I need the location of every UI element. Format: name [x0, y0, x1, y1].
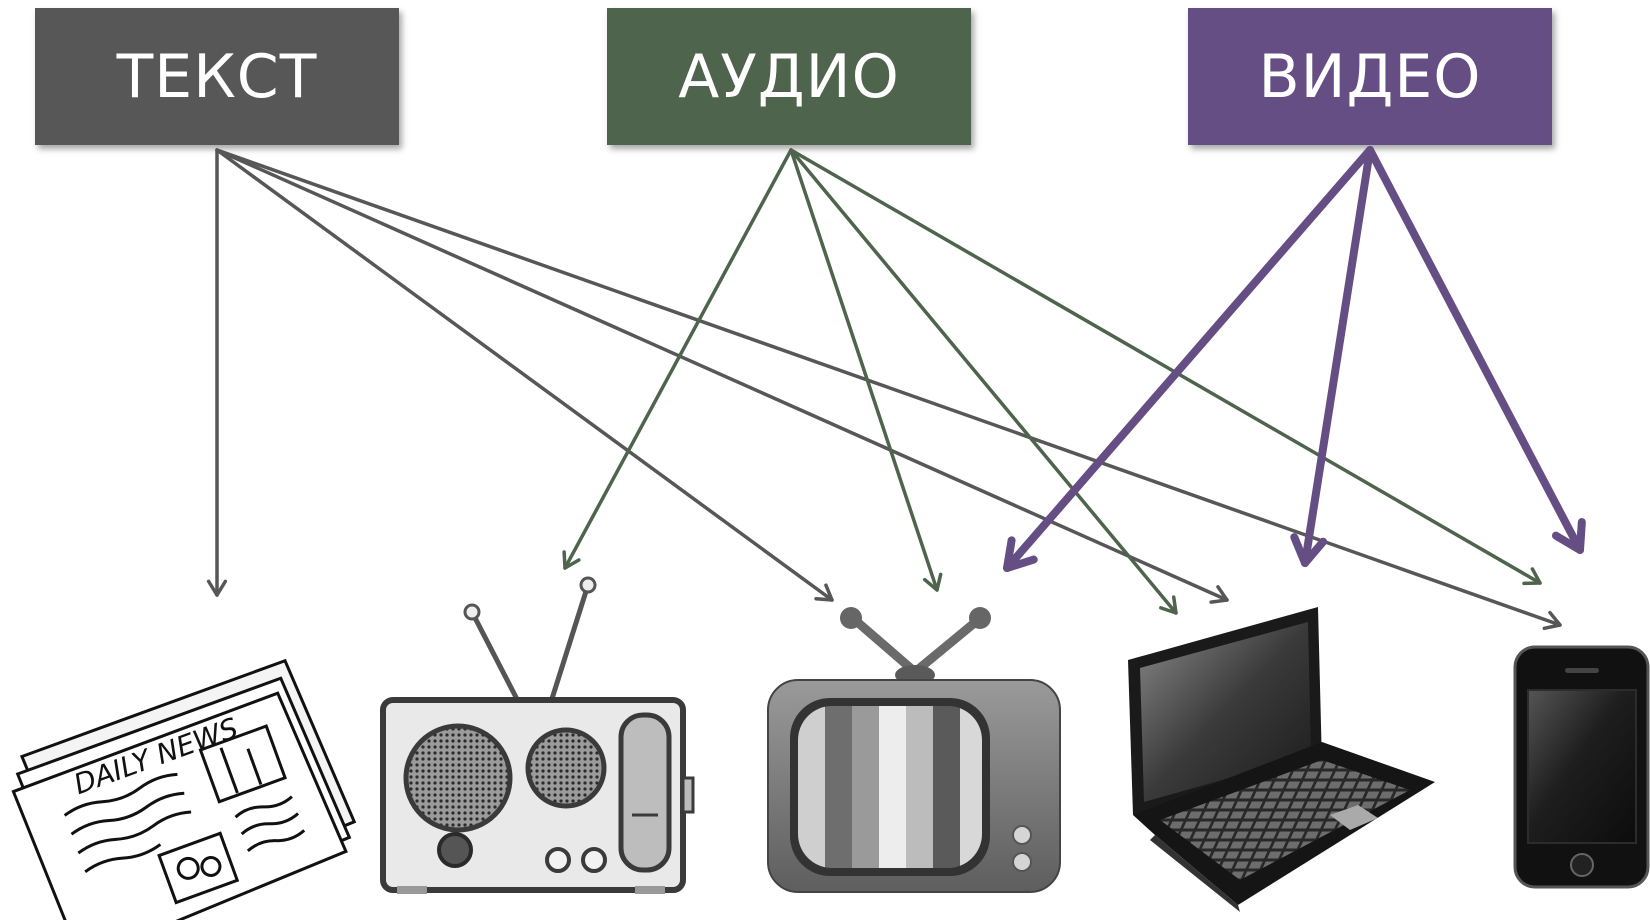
- radio-icon: [380, 576, 695, 894]
- arrow-video-to-laptop: [1290, 146, 1374, 567]
- smartphone-icon: [1513, 645, 1650, 889]
- category-box-audio: АУДИО: [607, 8, 971, 145]
- arrowhead: [814, 583, 834, 602]
- arrowhead: [1003, 536, 1038, 572]
- arrowhead: [562, 550, 581, 570]
- newspaper-icon: DAILY NEWS: [11, 658, 357, 920]
- arrowhead: [1290, 533, 1328, 567]
- laptop-icon: [1128, 607, 1435, 912]
- arrow-text-to-newspaper: [206, 148, 228, 597]
- arrow-audio-to-phone: [789, 148, 1542, 586]
- arrowhead: [923, 572, 943, 592]
- tv-icon: [767, 607, 1061, 893]
- arrowhead: [1522, 567, 1542, 586]
- arrowhead: [206, 579, 228, 597]
- arrowhead: [1542, 610, 1562, 631]
- arrow-audio-to-laptop: [789, 148, 1178, 615]
- category-box-text: ТЕКСТ: [35, 8, 399, 145]
- arrowhead: [1209, 585, 1229, 604]
- arrow-audio-to-tv: [789, 148, 943, 592]
- arrowhead: [1551, 518, 1586, 554]
- arrow-text-to-tv: [215, 148, 834, 602]
- arrow-video-to-phone: [1366, 146, 1586, 554]
- arrow-video-to-tv: [1003, 146, 1374, 572]
- arrow-text-to-laptop: [215, 148, 1229, 604]
- arrow-text-to-phone: [215, 148, 1562, 631]
- arrow-audio-to-radio: [562, 148, 793, 570]
- arrowhead: [1159, 595, 1178, 615]
- category-box-video: ВИДЕО: [1188, 8, 1552, 145]
